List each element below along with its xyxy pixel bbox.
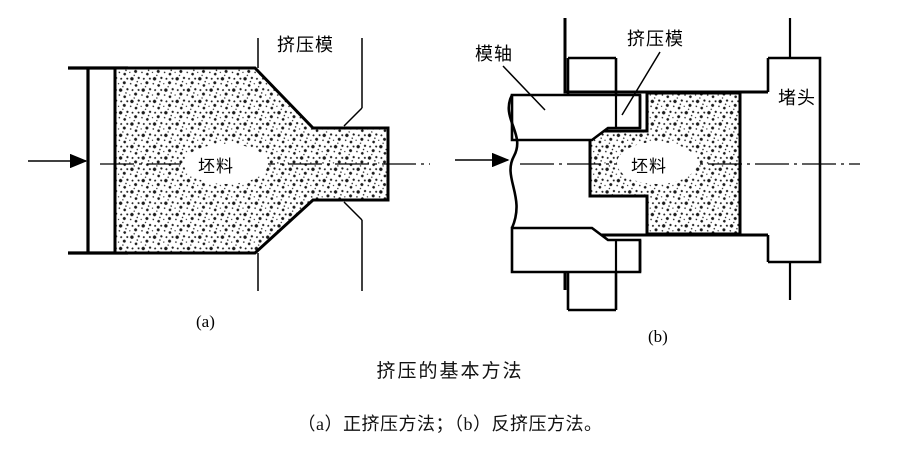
label-extrusion-die-a: 挤压模: [277, 35, 334, 55]
figure-caption-subtitle: （a）正挤压方法；（b）反挤压方法。: [297, 414, 603, 434]
diagram-b-group: [455, 18, 860, 312]
die-shaft-b: [507, 56, 642, 312]
label-billet-b: 坯料: [631, 157, 667, 176]
sublabel-a: (a): [196, 312, 215, 331]
label-billet-a: 坯料: [198, 157, 234, 176]
plug-b: [766, 18, 822, 300]
figure-caption-title: 挤压的基本方法: [376, 361, 524, 382]
label-plug-b: 堵头: [778, 88, 816, 108]
sublabel-b: (b): [648, 327, 668, 346]
billet-b-text-halo: [617, 142, 697, 184]
label-die-shaft-b: 模轴: [475, 44, 513, 64]
billet-a-text-halo: [184, 144, 268, 184]
die-leader-b: [621, 51, 661, 116]
label-extrusion-die-b: 挤压模: [627, 29, 684, 49]
diagram-a-group: [28, 38, 430, 291]
shaft-leader-b: [502, 65, 546, 111]
die-leaders-a: [257, 38, 363, 291]
